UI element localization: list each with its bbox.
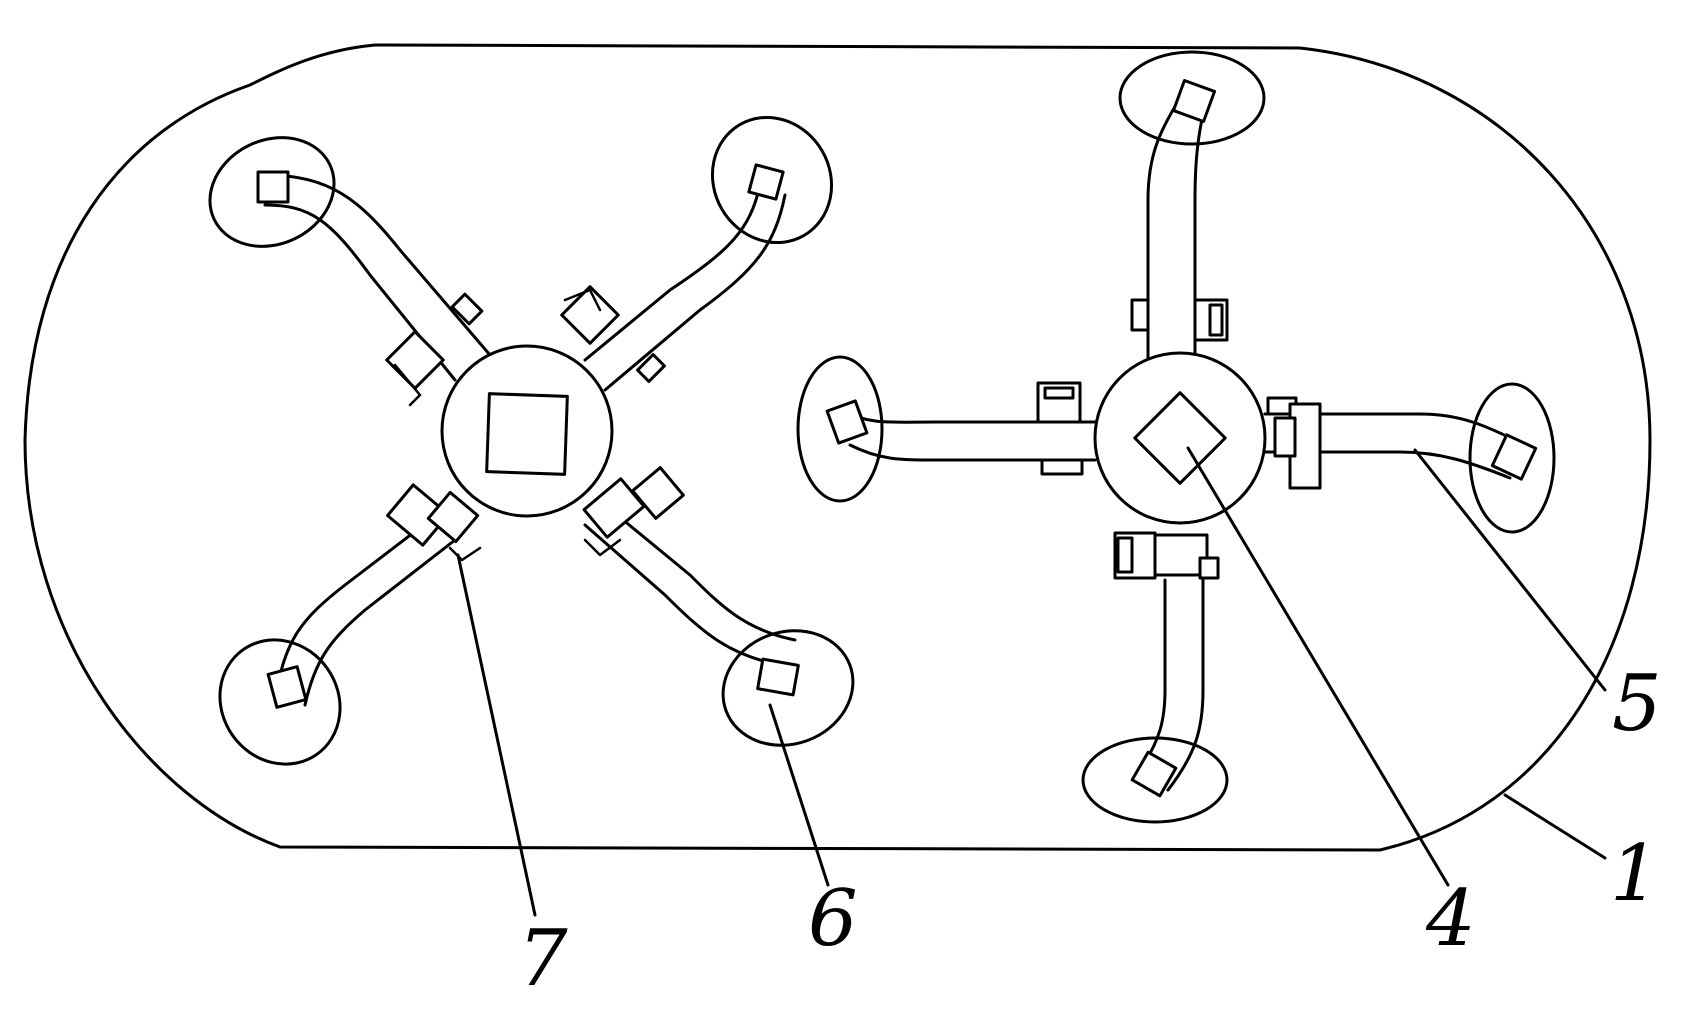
clamp-upper-left-bracket <box>393 363 422 407</box>
callout-4: 4 <box>1425 874 1476 964</box>
clamp-lower-right-bracket <box>583 538 622 557</box>
callout-7: 7 <box>518 914 568 1004</box>
left-hub-square <box>485 392 569 476</box>
pad-tip-lower-left <box>266 665 308 709</box>
pad-tip-top <box>1171 78 1217 124</box>
clamp-bottom-right <box>1198 556 1220 580</box>
clamp-lower-left-a <box>386 483 450 547</box>
suction-pad-lower-right <box>721 629 855 747</box>
right-arm-right-edge <box>1263 450 1512 480</box>
pad-tip-lower-right <box>756 657 800 697</box>
leader-lines <box>456 446 1607 917</box>
right-pad-tips <box>825 78 1538 798</box>
pad-tip-left <box>825 399 869 445</box>
suction-pad-upper-left <box>208 136 336 248</box>
callout-6: 6 <box>808 874 858 964</box>
suction-pad-right <box>1468 382 1556 534</box>
right-hub-diamond <box>1133 391 1227 485</box>
leader-5 <box>1413 448 1607 692</box>
left-suction-pads <box>208 115 855 766</box>
right-arm-top <box>1146 93 1184 362</box>
clamp-lower-left-b <box>426 490 480 544</box>
left-arm-lower-right-edge <box>603 503 797 642</box>
clamp-upper-left-b <box>450 292 484 326</box>
left-manipulator-assembly <box>208 115 855 766</box>
clamp-lower-right-b <box>631 466 685 520</box>
left-arm-upper-left-edge <box>263 203 457 382</box>
leader-7 <box>456 553 537 917</box>
clamp-upper-right-bracket <box>563 288 602 312</box>
clamp-top-right-inner <box>1208 303 1224 337</box>
clamp-upper-right-b <box>636 353 666 383</box>
leader-4 <box>1186 446 1450 887</box>
pad-tip-upper-right <box>747 163 785 201</box>
left-pad-tips <box>256 163 800 709</box>
suction-pad-left <box>796 355 884 503</box>
callout-5: 5 <box>1612 659 1662 749</box>
left-arm-upper-left <box>263 173 492 357</box>
pad-tip-right <box>1490 433 1538 481</box>
pad-tip-bottom <box>1130 750 1178 798</box>
leader-1 <box>1503 793 1607 860</box>
clamp-top-left <box>1130 298 1150 332</box>
left-clamps <box>385 285 685 562</box>
suction-pad-upper-right <box>710 115 834 245</box>
callout-labels: 7 6 4 5 1 <box>518 659 1662 1004</box>
right-suction-pads <box>796 50 1556 824</box>
left-arm-lower-left-edge <box>303 538 457 707</box>
leader-6 <box>768 703 830 887</box>
clamp-left-bottom <box>1040 458 1084 476</box>
suction-pad-lower-left <box>218 638 342 766</box>
callout-1: 1 <box>1610 829 1660 919</box>
clamp-right-inner <box>1273 416 1297 458</box>
suction-pad-bottom <box>1081 736 1229 824</box>
base-plate-outline <box>23 43 1652 852</box>
left-arm-upper-right-edge <box>603 193 787 392</box>
right-clamps <box>1036 298 1322 580</box>
right-arm-bottom <box>1138 578 1167 772</box>
clamp-bottom-left-inner <box>1116 536 1134 574</box>
clamp-upper-left-a <box>385 330 445 390</box>
clamp-left-top-inner <box>1043 386 1075 400</box>
right-arm-bottom-edge <box>1166 578 1205 792</box>
right-arm-left-edge <box>848 443 1097 462</box>
left-arm-upper-right <box>583 183 762 362</box>
pad-tip-upper-left <box>256 170 290 204</box>
clamp-upper-right-a <box>560 285 620 345</box>
suction-pad-top <box>1118 50 1266 146</box>
clamp-bottom-main <box>1153 533 1209 577</box>
clamp-lower-left-bracket <box>448 546 482 562</box>
right-manipulator-assembly <box>796 50 1556 824</box>
